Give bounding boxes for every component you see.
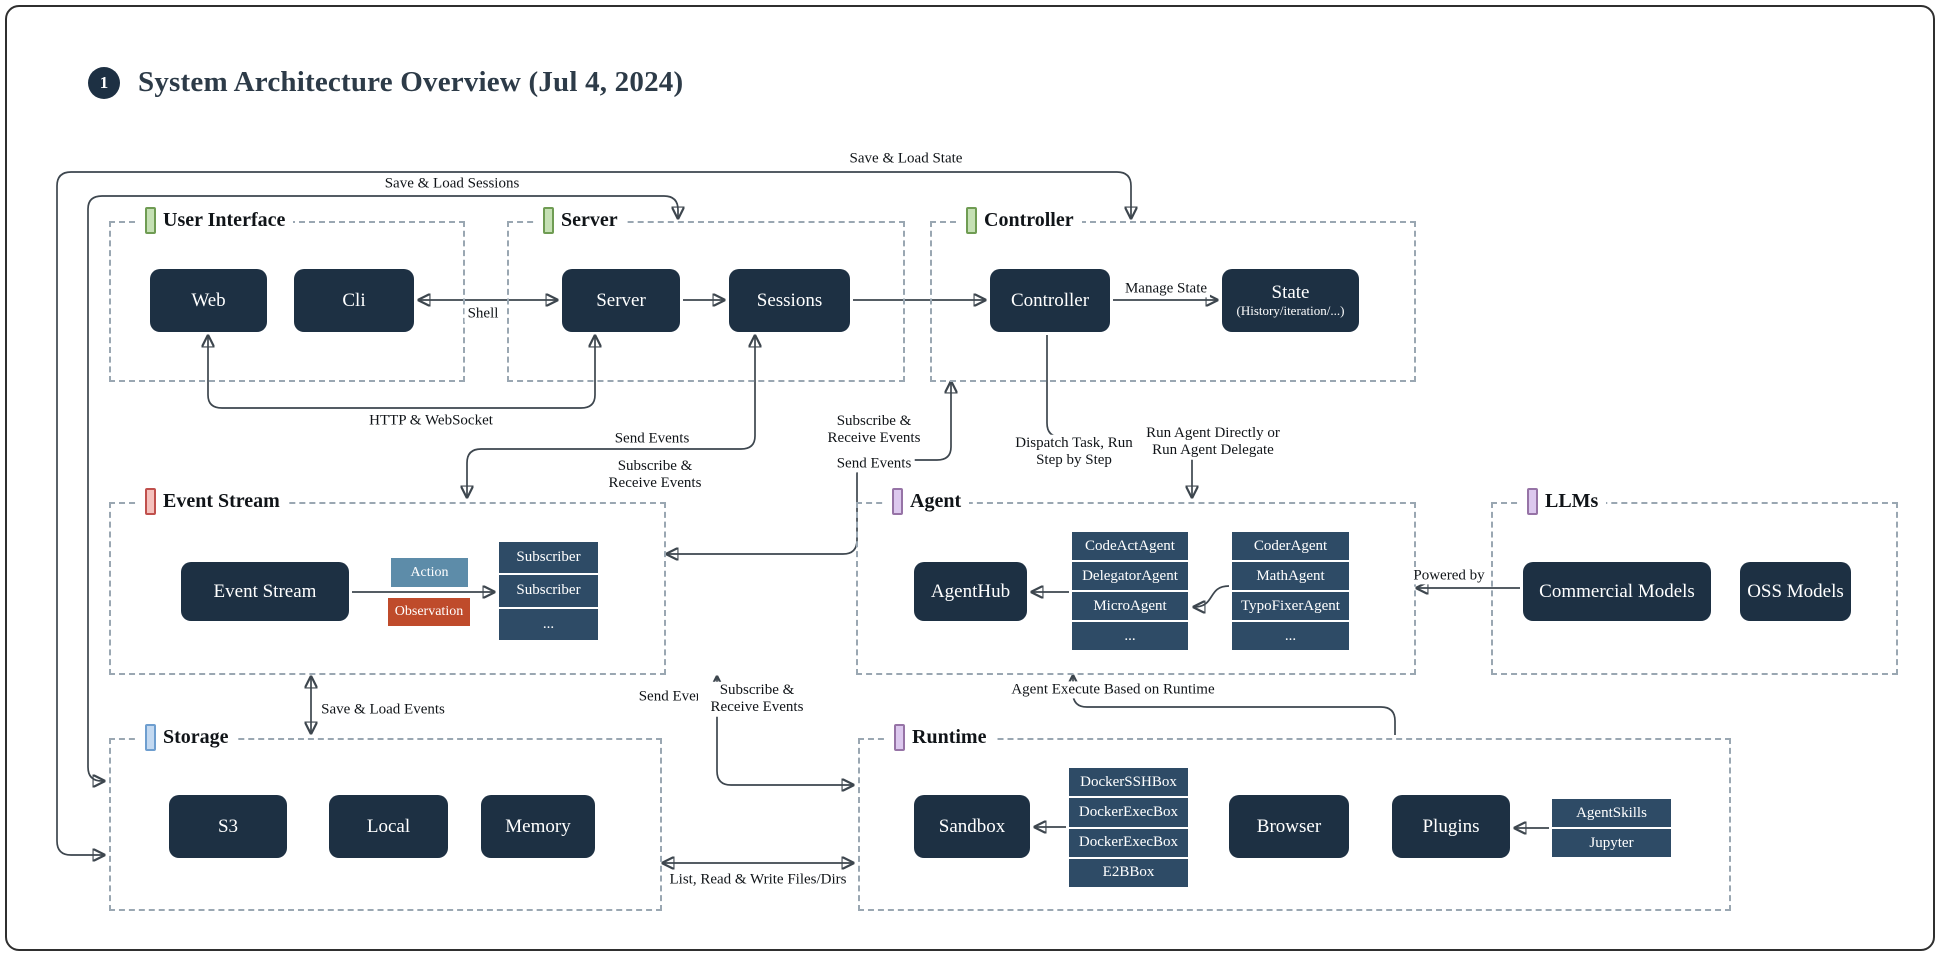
group-title: Event Stream (163, 490, 280, 512)
group-server: Server (507, 207, 905, 382)
edge-stackb-microagent (1194, 585, 1230, 607)
edge-label-save-load-events: Save & Load Events (318, 701, 448, 719)
chip-action: Action (391, 558, 468, 587)
agent-stack-a: CodeActAgent DelegatorAgent MicroAgent .… (1072, 532, 1188, 650)
subscriber-cell: Subscriber (499, 542, 598, 574)
node-plugins: Plugins (1392, 795, 1510, 858)
state-subtitle: (History/iteration/...) (1236, 302, 1345, 318)
edge-label-powered-by: Powered by (1410, 567, 1488, 585)
agent-cell: CoderAgent (1232, 532, 1349, 560)
group-tab-icon (145, 207, 156, 234)
agent-cell: MicroAgent (1072, 592, 1188, 620)
edge-label-dispatch-task: Dispatch Task, Run Step by Step (1008, 434, 1140, 470)
node-agenthub: AgentHub (914, 562, 1027, 621)
edge-label-sub-recv-3: Subscribe & Receive Events (698, 681, 816, 717)
plugin-cell: Jupyter (1552, 829, 1671, 857)
page-title: 1 System Architecture Overview (Jul 4, 2… (88, 66, 683, 99)
group-runtime: Runtime (858, 724, 1731, 911)
group-storage: Storage (109, 724, 662, 911)
sandbox-cell: DockerExecBox (1069, 828, 1188, 857)
node-web: Web (150, 269, 267, 332)
group-agent: Agent (856, 488, 1416, 675)
edge-eventstream-runtime (717, 677, 853, 785)
edge-label-send-events-3: Send Events (635, 688, 717, 706)
node-event-stream: Event Stream (181, 562, 349, 621)
agent-cell: DelegatorAgent (1072, 562, 1188, 590)
agent-stack-b: CoderAgent MathAgent TypoFixerAgent ... (1232, 532, 1349, 650)
group-tab-icon (145, 724, 156, 751)
edge-label-manage-state: Manage State (1121, 280, 1211, 298)
node-controller: Controller (990, 269, 1110, 332)
group-tab-icon (894, 724, 905, 751)
node-state: State (History/iteration/...) (1222, 269, 1359, 332)
agent-cell: MathAgent (1232, 562, 1349, 590)
group-tab-icon (966, 207, 977, 234)
agent-cell: CodeActAgent (1072, 532, 1188, 560)
group-controller: Controller (930, 207, 1416, 382)
node-server: Server (562, 269, 680, 332)
group-tab-icon (892, 488, 903, 515)
edge-label-http-websocket: HTTP & WebSocket (366, 412, 496, 430)
edge-label-send-events-2: Send Events (833, 455, 915, 473)
agent-cell: ... (1232, 622, 1349, 650)
plugin-cell: AgentSkills (1552, 799, 1671, 827)
group-title: Agent (910, 490, 962, 512)
group-title: Runtime (912, 726, 987, 748)
group-title: Controller (984, 209, 1074, 231)
edge-label-run-agent: Run Agent Directly or Run Agent Delegate (1132, 424, 1294, 460)
group-tab-icon (145, 488, 156, 515)
edge-label-agent-execute: Agent Execute Based on Runtime (1008, 681, 1218, 699)
group-title: LLMs (1545, 490, 1599, 512)
edge-save-load-sessions (87, 195, 678, 781)
chip-observation: Observation (388, 598, 470, 626)
edge-label-shell: Shell (464, 305, 502, 323)
edge-label-sub-recv-1: Subscribe & Receive Events (596, 457, 714, 493)
sandbox-cell: DockerExecBox (1069, 798, 1188, 827)
group-user-interface: User Interface (109, 207, 465, 382)
node-memory: Memory (481, 795, 595, 858)
group-llms: LLMs (1491, 488, 1898, 675)
agent-cell: ... (1072, 622, 1188, 650)
edge-label-sub-recv-2: Subscribe & Receive Events (815, 412, 933, 448)
group-event-stream: Event Stream (109, 488, 666, 675)
state-title: State (1271, 282, 1310, 304)
node-local: Local (329, 795, 448, 858)
sandbox-cell: DockerSSHBox (1069, 768, 1188, 797)
edge-label-list-read-write: List, Read & Write Files/Dirs (666, 871, 850, 889)
node-sandbox: Sandbox (914, 795, 1030, 858)
group-title: Server (561, 209, 618, 231)
group-tab-icon (543, 207, 554, 234)
edge-save-load-state (56, 171, 1131, 855)
node-cli: Cli (294, 269, 414, 332)
slide-number-badge: 1 (88, 66, 120, 99)
agent-cell: TypoFixerAgent (1232, 592, 1349, 620)
subscriber-cell: ... (499, 608, 598, 640)
group-tab-icon (1527, 488, 1538, 515)
edge-label-save-load-sessions: Save & Load Sessions (381, 175, 523, 193)
title-text: System Architecture Overview (Jul 4, 202… (138, 66, 684, 98)
subscriber-stack: Subscriber Subscriber ... (499, 542, 598, 640)
node-sessions: Sessions (729, 269, 850, 332)
edge-agent-execute (1073, 676, 1396, 735)
subscriber-cell: Subscriber (499, 575, 598, 607)
edge-label-send-events-1: Send Events (611, 430, 693, 448)
group-title: User Interface (163, 209, 286, 231)
edge-label-save-load-state: Save & Load State (846, 150, 966, 168)
node-browser: Browser (1229, 795, 1349, 858)
sandbox-cell: E2BBox (1069, 858, 1188, 887)
sandbox-stack: DockerSSHBox DockerExecBox DockerExecBox… (1069, 768, 1188, 887)
group-title: Storage (163, 726, 229, 748)
node-oss-models: OSS Models (1740, 562, 1851, 621)
node-s3: S3 (169, 795, 287, 858)
node-commercial-models: Commercial Models (1523, 562, 1711, 621)
plugin-stack: AgentSkills Jupyter (1552, 799, 1671, 857)
